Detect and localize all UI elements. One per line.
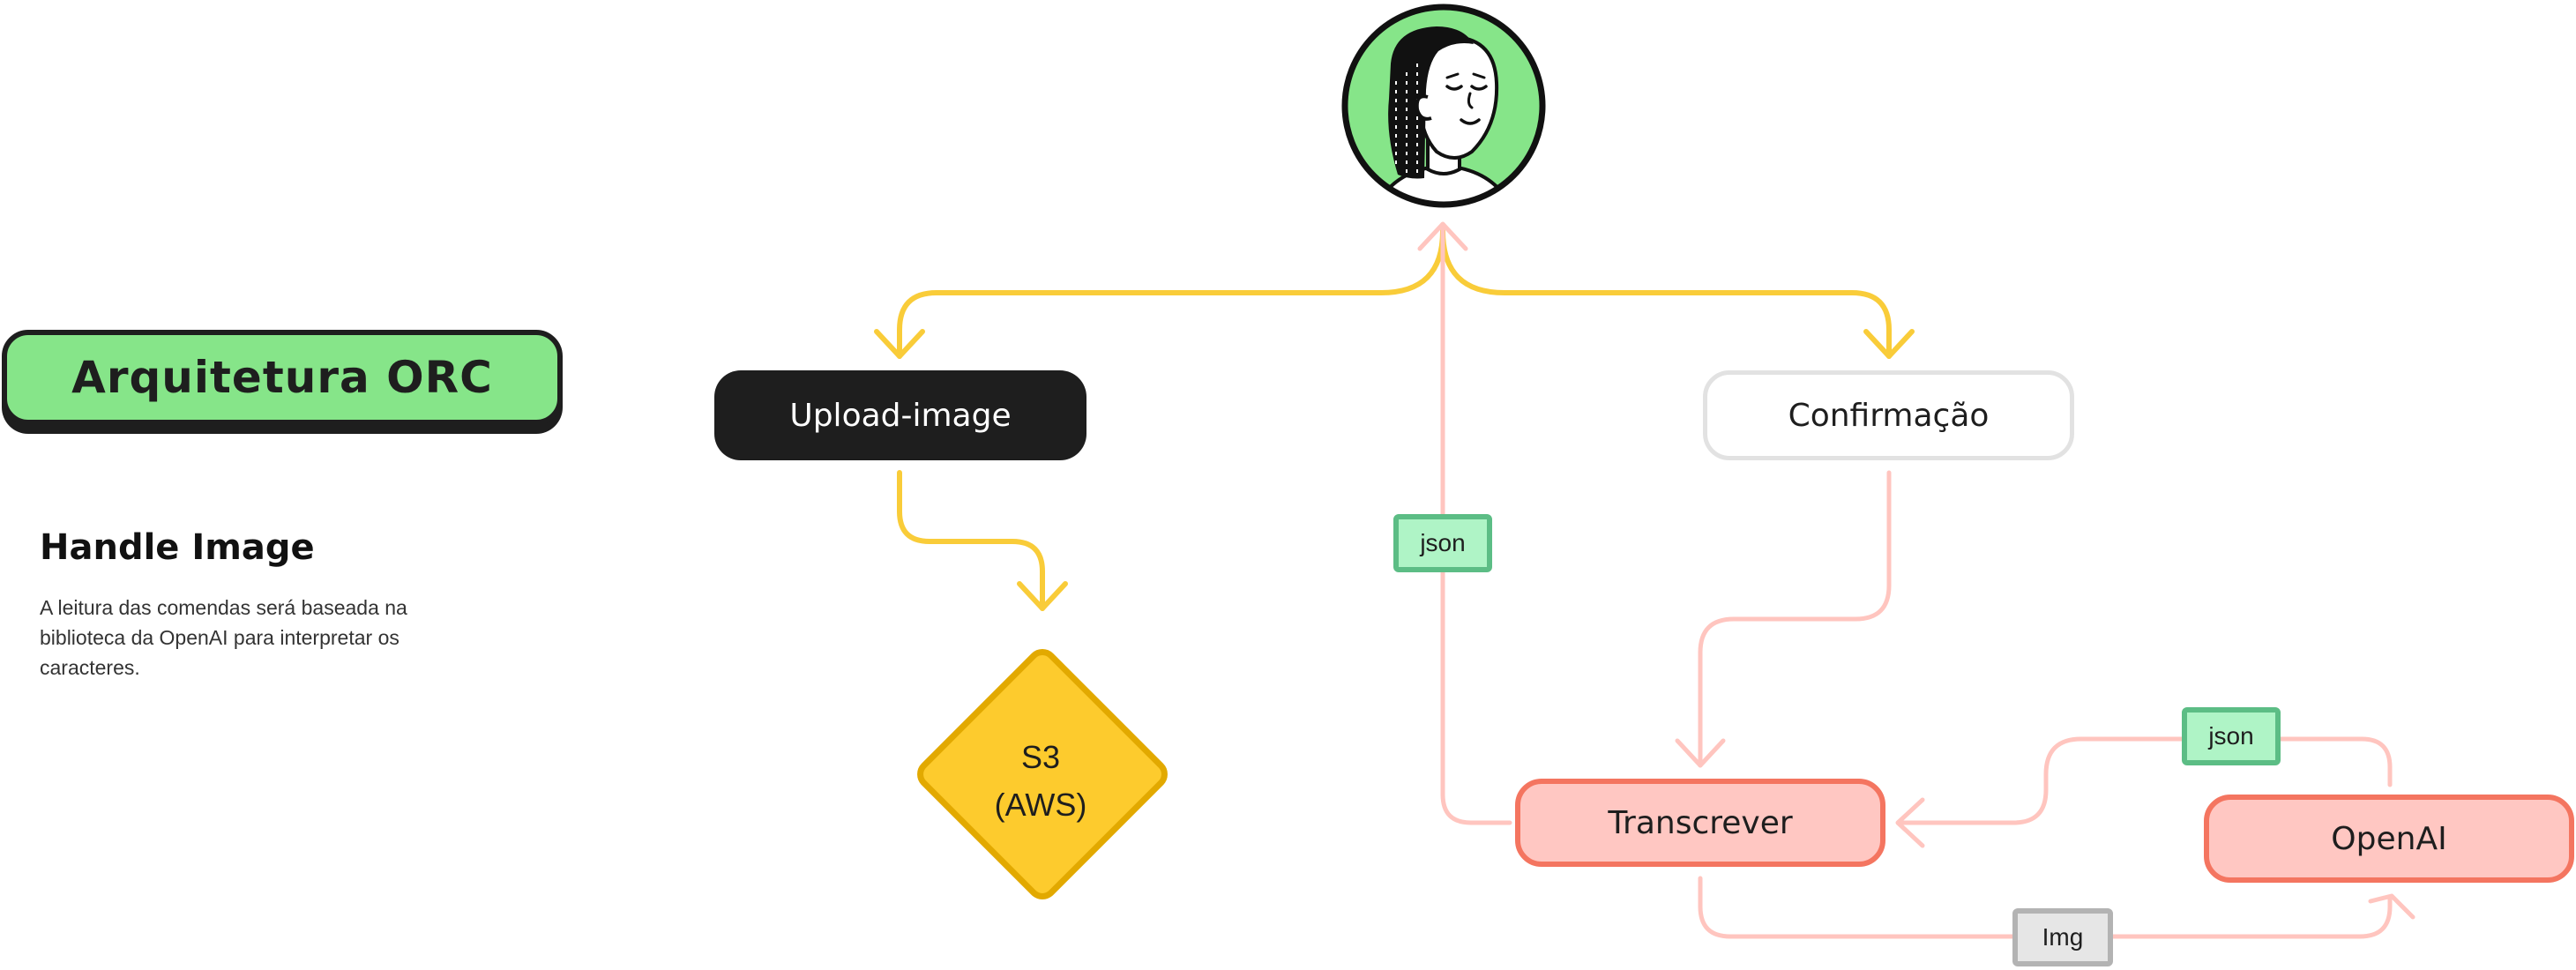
arrowhead-upload bbox=[874, 329, 925, 359]
confirmacao-label: Confirmação bbox=[1788, 397, 1990, 434]
edge-label-img-to-openai: Img bbox=[2012, 908, 2113, 966]
section-title: Handle Image bbox=[40, 527, 315, 568]
openai-node[interactable]: OpenAI bbox=[2204, 795, 2574, 883]
arrow-openai-to-transcrever bbox=[1897, 736, 2393, 825]
arrowhead-transcrever-top bbox=[1675, 738, 1726, 768]
s3-label-line1: S3 bbox=[1020, 739, 1061, 775]
arrow-avatar-to-upload bbox=[897, 228, 1445, 359]
section-description: A leitura das comendas será baseada na b… bbox=[40, 596, 407, 679]
arrow-avatar-to-confirm bbox=[1440, 228, 1892, 359]
arrow-upload-to-s3 bbox=[897, 470, 1045, 611]
s3-label: S3 (AWS) bbox=[952, 734, 1129, 829]
user-avatar-icon[interactable] bbox=[1340, 2, 1548, 210]
arrowhead-avatar bbox=[1417, 221, 1468, 251]
arrowhead-s3 bbox=[1017, 581, 1068, 611]
arrow-transcrever-to-avatar bbox=[1440, 223, 1512, 825]
confirmacao-node[interactable]: Confirmação bbox=[1703, 370, 2074, 460]
upload-image-node[interactable]: Upload-image bbox=[714, 370, 1086, 460]
arrow-confirm-to-transcrever bbox=[1698, 470, 1892, 768]
edge-label-json-to-transcrever: json bbox=[2182, 707, 2281, 765]
diagram-title: Arquitetura ORC bbox=[2, 330, 563, 425]
arrowhead-openai bbox=[2368, 893, 2415, 920]
arrowhead-transcrever-right bbox=[1895, 797, 1925, 848]
edge-label-json-to-user: json bbox=[1393, 514, 1492, 572]
arrowhead-confirm bbox=[1863, 329, 1915, 359]
transcrever-node[interactable]: Transcrever bbox=[1515, 779, 1885, 867]
s3-label-line2: (AWS) bbox=[994, 787, 1087, 823]
upload-image-label: Upload-image bbox=[789, 397, 1012, 434]
transcrever-label: Transcrever bbox=[1608, 804, 1793, 841]
s3-diamond[interactable] bbox=[915, 647, 1169, 901]
openai-label: OpenAI bbox=[2331, 820, 2447, 857]
